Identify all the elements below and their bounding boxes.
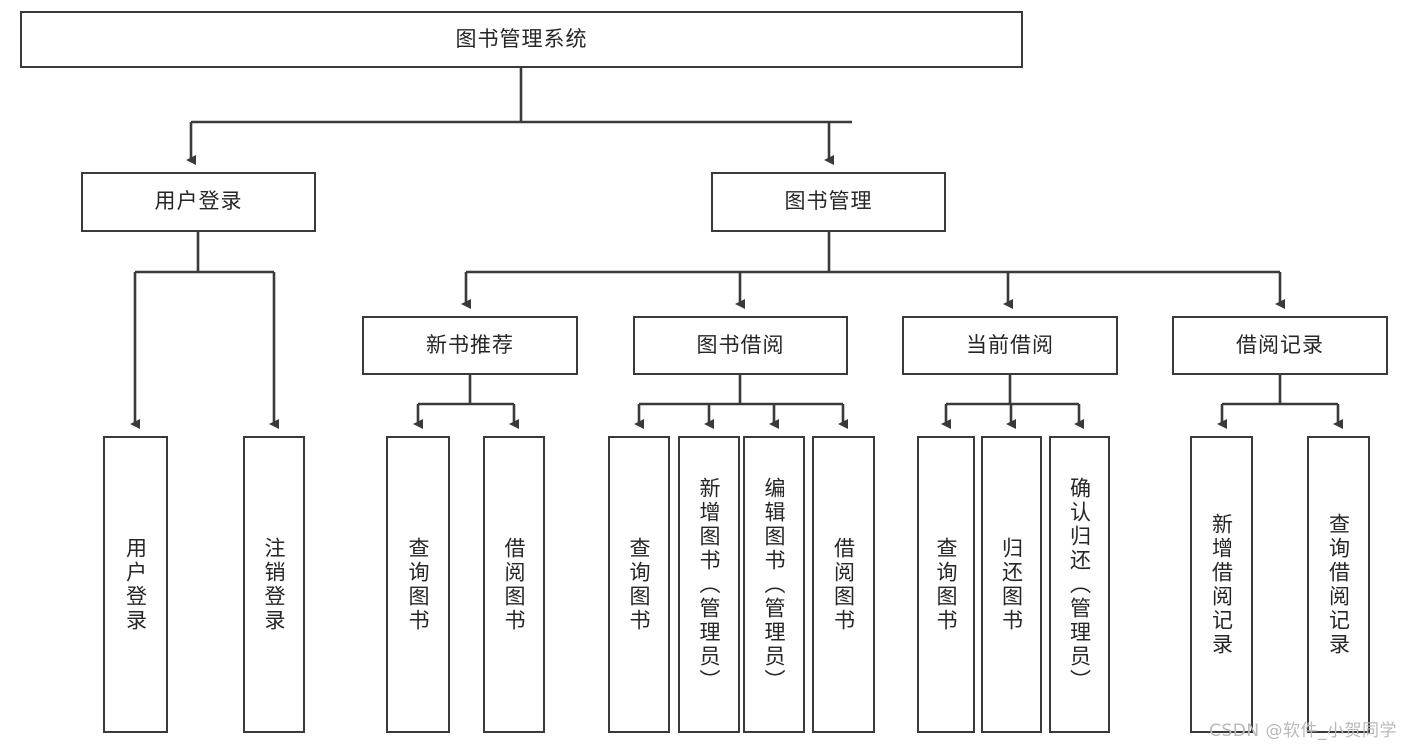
node-leaf-query-book-3[interactable]: 查询图书	[917, 436, 975, 733]
node-borrow-record[interactable]: 借阅记录	[1172, 316, 1388, 375]
node-current-borrow-label: 当前借阅	[966, 332, 1054, 357]
node-leaf-add-book[interactable]: 新增图书（管理员）	[678, 436, 740, 733]
node-leaf-logout-label: 注销登录	[262, 536, 287, 633]
node-leaf-edit-book-label: 编辑图书（管理员）	[762, 476, 787, 693]
node-leaf-edit-book[interactable]: 编辑图书（管理员）	[743, 436, 805, 733]
node-book-manage-label: 图书管理	[784, 189, 873, 214]
node-borrow-record-label: 借阅记录	[1236, 332, 1324, 357]
node-leaf-borrow-book-2-label: 借阅图书	[831, 536, 856, 633]
node-leaf-borrow-book-1[interactable]: 借阅图书	[483, 436, 545, 733]
node-leaf-borrow-book-1-label: 借阅图书	[502, 536, 527, 633]
node-leaf-add-record-label: 新增借阅记录	[1209, 512, 1234, 657]
node-leaf-add-record[interactable]: 新增借阅记录	[1190, 436, 1253, 733]
node-root-label: 图书管理系统	[455, 26, 588, 51]
node-leaf-query-book-1-label: 查询图书	[406, 536, 431, 633]
node-leaf-query-book-3-label: 查询图书	[934, 536, 959, 633]
node-book-manage[interactable]: 图书管理	[711, 172, 946, 232]
node-root[interactable]: 图书管理系统	[20, 11, 1023, 68]
node-leaf-confirm-return-label: 确认归还（管理员）	[1067, 476, 1092, 693]
node-new-book-rec[interactable]: 新书推荐	[362, 316, 578, 375]
node-leaf-query-record[interactable]: 查询借阅记录	[1307, 436, 1370, 733]
node-leaf-return-book[interactable]: 归还图书	[981, 436, 1042, 733]
node-leaf-logout[interactable]: 注销登录	[243, 436, 305, 733]
node-leaf-user-login-label: 用户登录	[123, 536, 148, 633]
node-leaf-query-book-2-label: 查询图书	[627, 536, 652, 633]
node-leaf-confirm-return[interactable]: 确认归还（管理员）	[1049, 436, 1110, 733]
node-leaf-add-book-label: 新增图书（管理员）	[697, 476, 722, 693]
node-leaf-borrow-book-2[interactable]: 借阅图书	[812, 436, 875, 733]
node-leaf-query-record-label: 查询借阅记录	[1326, 512, 1351, 657]
node-book-borrow[interactable]: 图书借阅	[633, 316, 848, 375]
node-new-book-rec-label: 新书推荐	[426, 332, 514, 357]
node-leaf-user-login[interactable]: 用户登录	[103, 436, 168, 733]
node-current-borrow[interactable]: 当前借阅	[902, 316, 1118, 375]
node-book-borrow-label: 图书借阅	[696, 332, 785, 357]
node-user-login-label: 用户登录	[154, 189, 243, 214]
node-leaf-query-book-1[interactable]: 查询图书	[386, 436, 450, 733]
csdn-watermark: CSDN @软件_小贺同学	[1209, 721, 1397, 741]
node-leaf-return-book-label: 归还图书	[999, 536, 1024, 633]
node-user-login[interactable]: 用户登录	[81, 172, 316, 232]
node-leaf-query-book-2[interactable]: 查询图书	[608, 436, 670, 733]
